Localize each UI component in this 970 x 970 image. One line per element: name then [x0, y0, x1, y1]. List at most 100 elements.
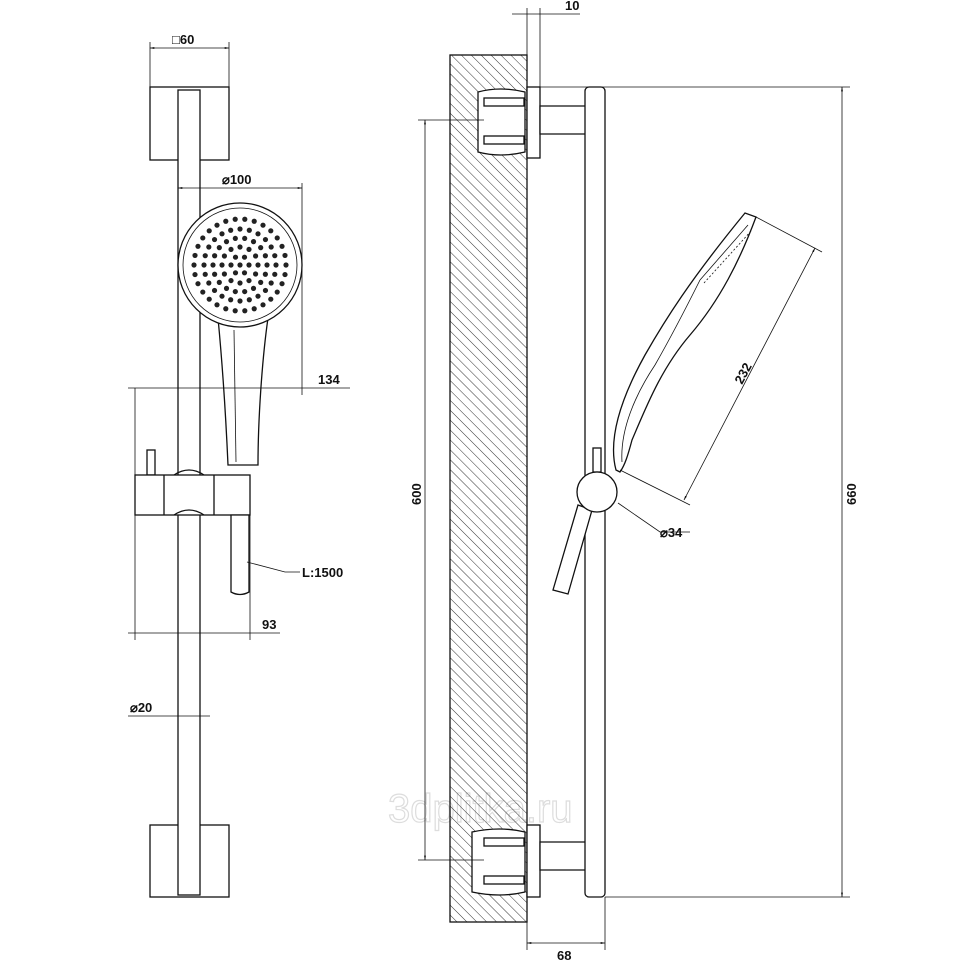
- dimension-slider-depth: 93: [128, 388, 280, 640]
- spray-hole: [274, 289, 280, 295]
- spray-hole: [250, 285, 257, 291]
- dimension-hose-length: L:1500: [246, 561, 343, 580]
- spray-hole: [246, 246, 252, 253]
- spray-hole: [214, 302, 220, 308]
- front-view: □60 ⌀100 134: [128, 32, 350, 898]
- spray-hole: [282, 252, 288, 259]
- head-offset-label: 134: [318, 372, 340, 387]
- bottom-anchors: [471, 828, 526, 896]
- spray-hole: [201, 262, 207, 268]
- top-arm: [539, 105, 593, 135]
- spray-hole: [210, 262, 216, 268]
- spray-hole: [258, 279, 264, 285]
- slider-depth-label: 93: [262, 617, 276, 632]
- spray-hole: [232, 270, 239, 276]
- dimension-mount-size: □60: [149, 32, 230, 87]
- spray-hole: [195, 281, 201, 287]
- spray-hole: [246, 227, 252, 233]
- handset-side: [612, 212, 757, 473]
- spray-hole: [251, 218, 257, 224]
- spray-hole: [195, 243, 201, 249]
- spray-hole: [237, 280, 243, 286]
- spray-hole: [221, 253, 228, 259]
- spray-hole: [232, 235, 238, 242]
- spray-hole: [221, 271, 228, 277]
- spray-hole: [232, 288, 238, 295]
- spray-hole: [272, 253, 278, 259]
- spray-hole: [274, 235, 280, 241]
- dimension-joint-diameter: ⌀34: [617, 502, 690, 540]
- spray-hole: [191, 262, 197, 268]
- wall-section: [449, 54, 528, 923]
- bar-diameter-label: ⌀20: [130, 700, 152, 715]
- spray-hole: [206, 296, 212, 302]
- spray-hole: [228, 277, 234, 284]
- spray-hole: [255, 293, 261, 299]
- joint-diameter-label: ⌀34: [660, 525, 683, 540]
- spray-hole: [272, 271, 278, 277]
- spray-hole: [232, 308, 238, 314]
- wall-projection-label: 68: [557, 948, 571, 963]
- spray-hole: [212, 253, 218, 259]
- spray-hole: [223, 285, 230, 291]
- spray-hole: [246, 277, 252, 284]
- head-diameter-label: ⌀100: [222, 172, 252, 187]
- spray-hole: [237, 262, 243, 268]
- spray-hole: [223, 239, 230, 245]
- spray-hole: [264, 262, 270, 268]
- handset-length-label: 232: [731, 360, 754, 386]
- spray-hole: [237, 226, 243, 232]
- spray-hole: [268, 228, 274, 234]
- hose-stub: [230, 514, 250, 596]
- spray-hole: [237, 244, 243, 250]
- spray-hole: [279, 243, 285, 249]
- fixing-distance-label: 600: [409, 483, 424, 505]
- holder-pin: [592, 447, 602, 473]
- spray-hole: [228, 297, 234, 303]
- spray-hole: [219, 231, 225, 237]
- spray-hole: [206, 244, 212, 250]
- spray-hole: [268, 280, 274, 286]
- bottom-wall-plate: [526, 824, 541, 898]
- spray-hole: [283, 262, 289, 268]
- dimension-head-diameter: ⌀100: [177, 172, 303, 395]
- dimension-total-height: 660: [540, 86, 859, 898]
- spray-hole: [206, 228, 212, 234]
- spray-hole: [262, 287, 269, 294]
- bottom-arm: [539, 841, 593, 871]
- spray-hole: [228, 262, 234, 268]
- spray-hole: [268, 244, 274, 250]
- spray-hole: [192, 271, 198, 278]
- spray-hole: [242, 288, 248, 295]
- spray-hole: [223, 218, 229, 224]
- slider-holder: [134, 449, 251, 596]
- spray-hole: [202, 271, 208, 277]
- spray-hole: [228, 246, 234, 253]
- spray-holes: [191, 216, 289, 314]
- spray-hole: [206, 280, 212, 286]
- handset-front: [177, 202, 303, 466]
- side-view: 10 600 660 232 ⌀34: [409, 0, 859, 963]
- top-wall-plate: [526, 86, 541, 159]
- spray-hole: [219, 262, 225, 268]
- spray-hole: [200, 235, 206, 241]
- spray-hole: [241, 254, 248, 260]
- spray-hole: [260, 222, 266, 228]
- spray-hole: [268, 296, 274, 302]
- spray-hole: [262, 236, 269, 243]
- spray-hole: [251, 306, 257, 312]
- spray-hole: [273, 262, 279, 268]
- spray-hole: [252, 253, 259, 259]
- spray-hole: [202, 253, 208, 259]
- spray-hole: [214, 222, 220, 228]
- spray-hole: [232, 216, 238, 222]
- spray-hole: [246, 262, 252, 268]
- spray-hole: [192, 252, 198, 259]
- spray-hole: [282, 271, 288, 278]
- spray-hole: [252, 271, 259, 277]
- spray-hole: [242, 216, 248, 222]
- spray-hole: [216, 279, 222, 285]
- spray-hole: [255, 262, 261, 268]
- spray-hole: [250, 239, 257, 245]
- spray-hole: [262, 253, 268, 259]
